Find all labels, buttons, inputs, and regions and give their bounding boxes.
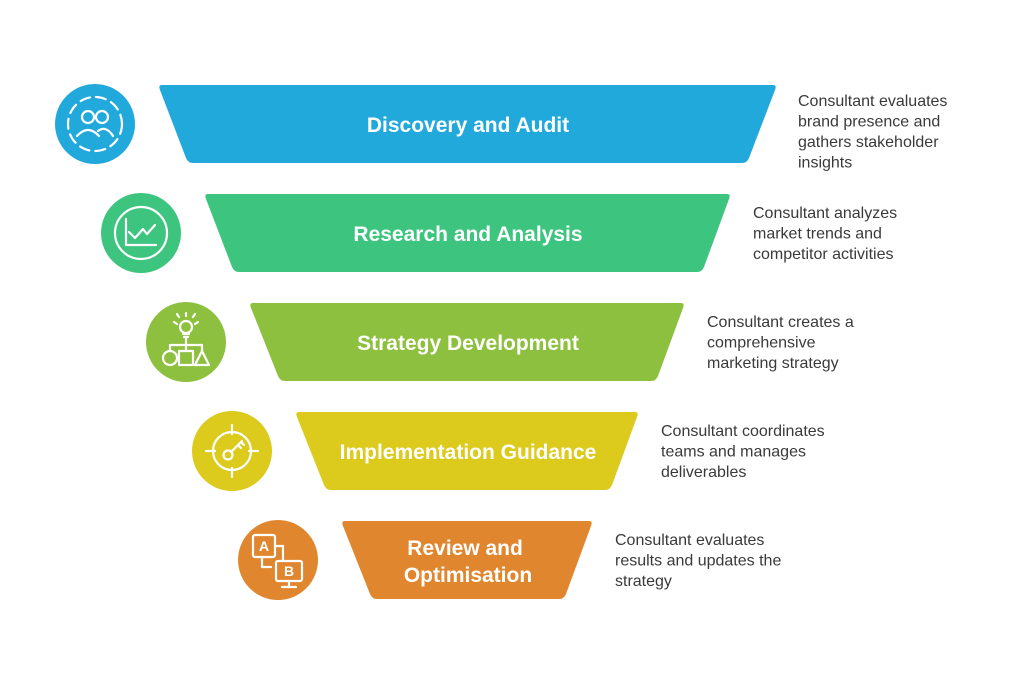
ab-test-icon-letter-a: A: [259, 538, 269, 554]
stage-5-label-line-2: Optimisation: [404, 564, 532, 587]
stage-3-description-line-1: Consultant creates a: [707, 314, 854, 331]
stage-5-description-line-2: results and updates the: [615, 553, 781, 570]
ab-test-icon-letter-b: B: [284, 563, 294, 579]
stage-5-band: [342, 521, 592, 599]
stage-4-description-line-3: deliverables: [661, 464, 746, 481]
stage-1-band: [159, 85, 776, 163]
funnel-stage-2: Research and Analysis Consultant analyze…: [101, 193, 902, 273]
users-icon: [66, 95, 124, 153]
stage-1-description-line-3: gathers stakeholder: [798, 134, 939, 151]
stage-1-description-line-4: insights: [798, 155, 852, 172]
stage-1-icon-circle: [55, 84, 135, 164]
funnel-stage-1: Discovery and Audit Consultant evaluates…: [55, 84, 952, 172]
stage-5-label: Review and Optimisation: [404, 537, 532, 587]
lightbulb-flowchart-icon: [161, 311, 211, 367]
stage-4-description-line-1: Consultant coordinates: [661, 423, 825, 440]
stage-5-description-line-3: strategy: [615, 573, 672, 590]
stage-1-description-line-2: brand presence and: [798, 114, 940, 131]
stage-3-label: Strategy Development: [357, 332, 579, 355]
stage-2-description: Consultant analyzes market trends and co…: [753, 205, 902, 263]
target-key-icon: [204, 423, 260, 479]
stage-1-label-line-1: Discovery and Audit: [367, 114, 569, 137]
stage-5-description: Consultant evaluates results and updates…: [615, 532, 786, 590]
stage-5-label-line-1: Review and: [407, 537, 523, 560]
stage-4-label-line-1: Implementation Guidance: [340, 441, 597, 464]
stage-2-icon-circle: [101, 193, 181, 273]
stage-2-description-line-3: competitor activities: [753, 246, 894, 263]
stage-3-label-line-1: Strategy Development: [357, 332, 579, 355]
stage-4-band: [296, 412, 638, 490]
stage-2-band: [205, 194, 730, 272]
ab-test-icon: A B: [251, 533, 304, 589]
stage-3-description-line-3: marketing strategy: [707, 355, 839, 372]
funnel-stage-5: A B Review and Optimisation Consultant e…: [238, 520, 786, 600]
stage-4-description: Consultant coordinates teams and manages…: [661, 423, 829, 481]
stage-1-description-line-1: Consultant evaluates: [798, 93, 947, 110]
stage-2-description-line-1: Consultant analyzes: [753, 205, 897, 222]
stage-5-description-line-1: Consultant evaluates: [615, 532, 764, 549]
stage-4-description-line-2: teams and manages: [661, 444, 806, 461]
stage-2-description-line-2: market trends and: [753, 226, 882, 243]
stage-3-band: [250, 303, 684, 381]
stage-3-description: Consultant creates a comprehensive marke…: [707, 314, 858, 372]
stage-2-label-line-1: Research and Analysis: [353, 223, 582, 246]
stage-2-label: Research and Analysis: [353, 223, 582, 246]
line-chart-icon: [113, 205, 169, 261]
stage-1-label: Discovery and Audit: [367, 114, 569, 137]
stage-4-label: Implementation Guidance: [340, 441, 597, 464]
funnel-stage-4: Implementation Guidance Consultant coord…: [192, 411, 829, 491]
funnel-stage-3: Strategy Development Consultant creates …: [146, 302, 858, 382]
stage-3-description-line-2: comprehensive: [707, 335, 816, 352]
stage-1-description: Consultant evaluates brand presence and …: [798, 93, 952, 172]
